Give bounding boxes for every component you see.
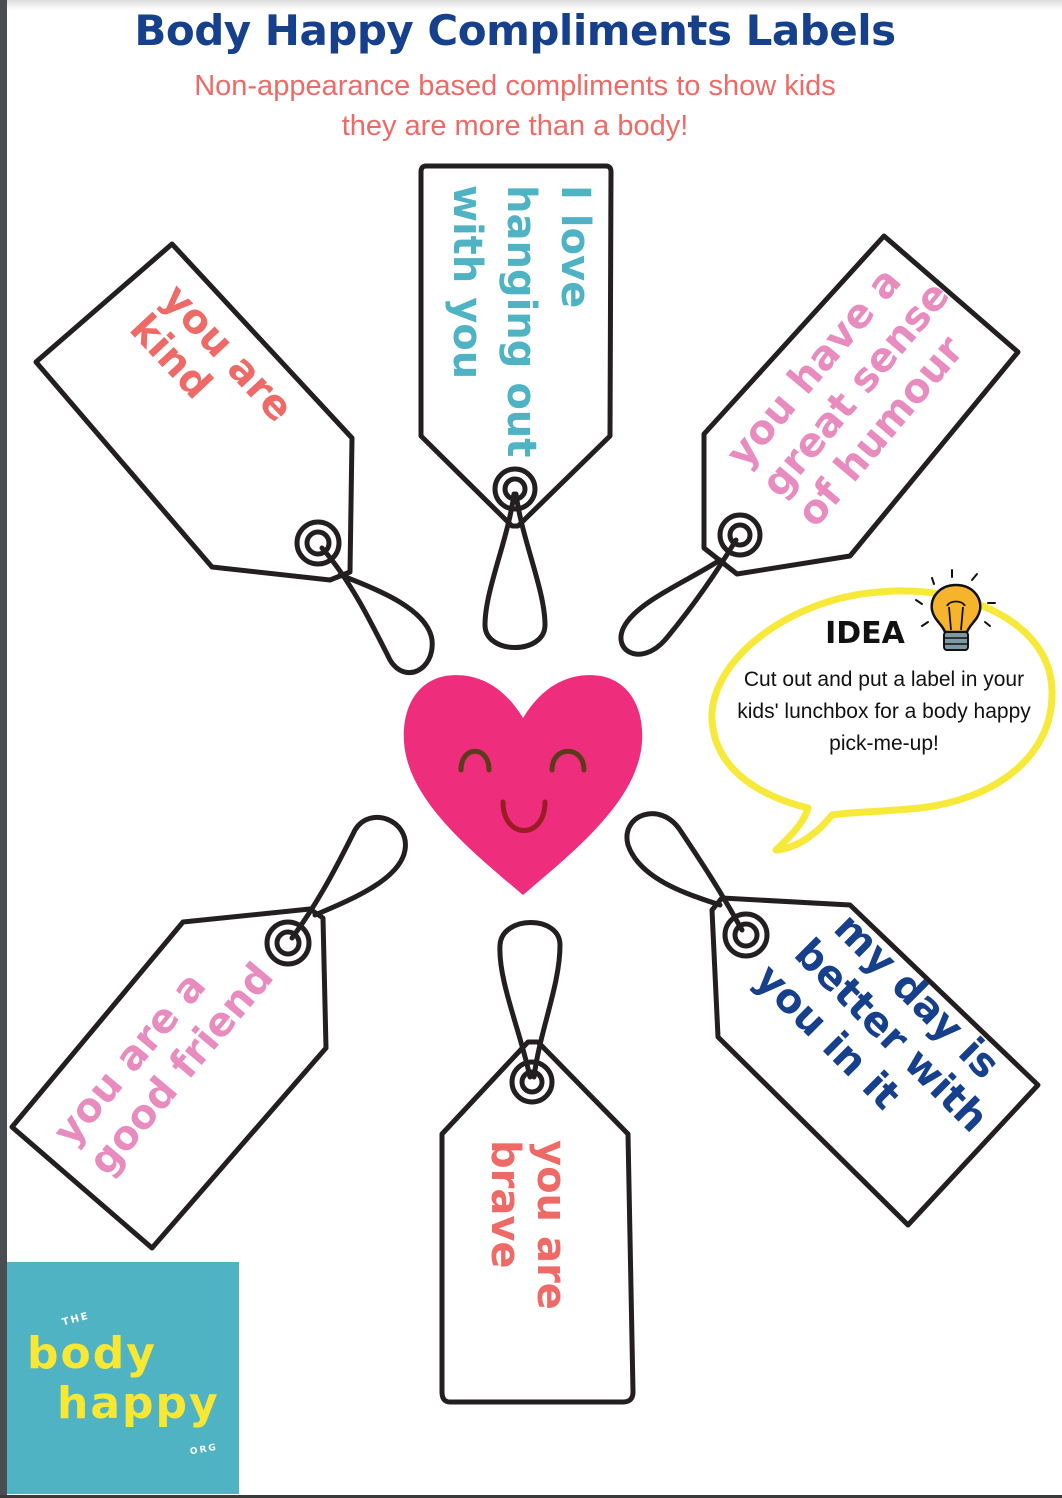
tag-top-left (33, 241, 435, 675)
svg-text:with you: with you (444, 185, 490, 379)
tag-top-right (618, 233, 1021, 657)
tag-bottom-left (9, 814, 408, 1251)
tag-text-bottom-center: you are brave (482, 1140, 574, 1310)
logo-org: ORG (189, 1442, 219, 1458)
tag-line: with you (444, 185, 490, 379)
tag-top-center (418, 163, 614, 650)
smiling-heart-icon (403, 675, 643, 895)
viewer-bottom-edge (0, 1495, 1062, 1498)
logo-happy-text: happy (57, 1378, 220, 1429)
svg-text:brave: brave (482, 1140, 528, 1269)
page-title: Body Happy Compliments Labels (134, 6, 896, 55)
tag-line: brave (482, 1140, 528, 1269)
tag-bottom-center (439, 920, 636, 1405)
svg-text:I love: I love (552, 185, 598, 308)
idea-title: IDEA (825, 616, 905, 651)
idea-body: Cut out and put a label in your kids' lu… (737, 668, 1031, 755)
lightbulb-icon (915, 569, 996, 651)
logo-body-text: body (27, 1328, 157, 1379)
viewer-left-edge (0, 0, 7, 1498)
logo-the: THE (61, 1310, 91, 1329)
subtitle-line-1: Non-appearance based compliments to show… (194, 70, 836, 102)
tag-bottom-right (624, 811, 1041, 1228)
tag-line: you are (528, 1140, 574, 1310)
viewer-top-shadow (7, 0, 1062, 10)
subtitle-line-2: they are more than a body! (341, 110, 689, 142)
idea-speech-bubble (708, 587, 1056, 854)
tag-text-top-center: I love hanging out with you (444, 185, 598, 457)
svg-text:hanging out: hanging out (498, 185, 544, 457)
tag-line: I love (552, 185, 598, 308)
tag-line: hanging out (498, 185, 544, 457)
body-happy-logo: THE body happy ORG (7, 1262, 239, 1494)
page-subtitle: Non-appearance based compliments to show… (0, 66, 1030, 146)
svg-text:you are: you are (528, 1140, 574, 1310)
